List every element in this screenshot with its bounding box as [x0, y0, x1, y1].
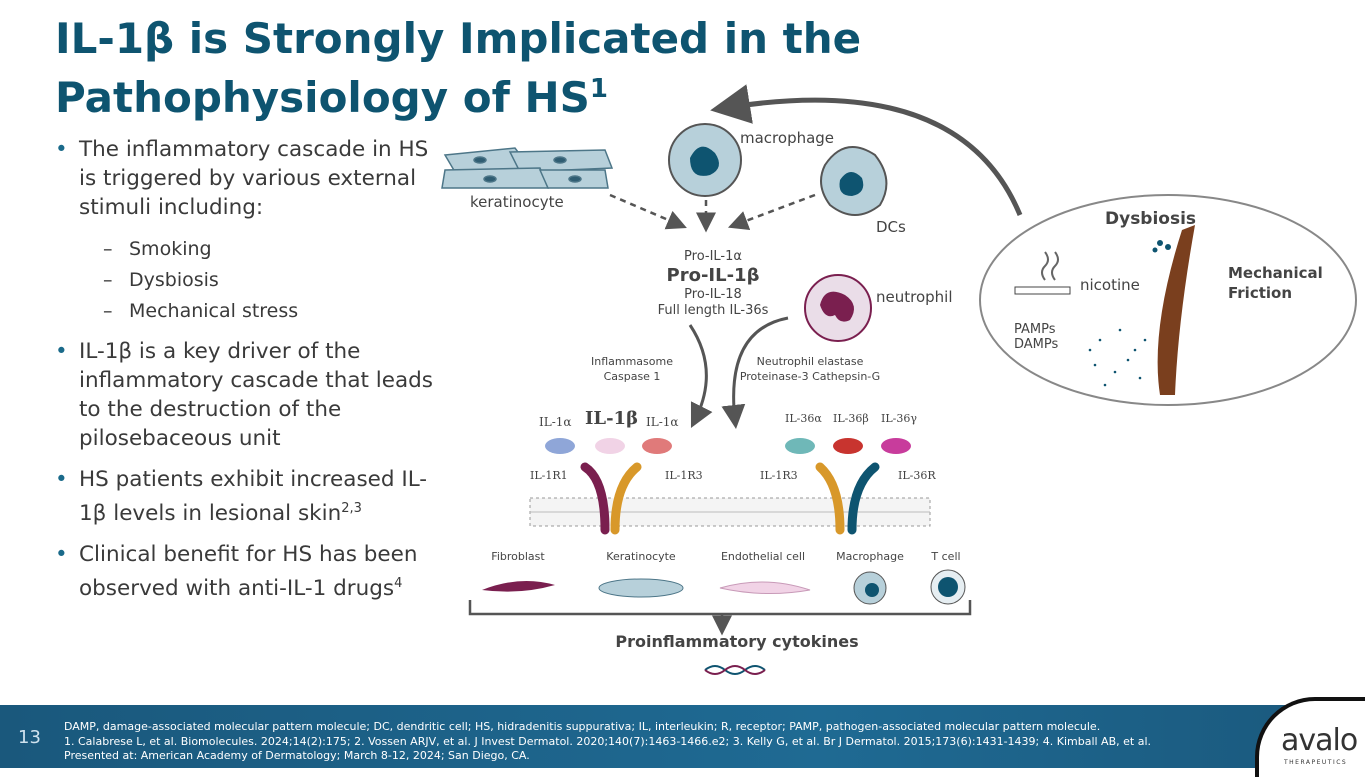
svg-text:Pro-IL-1α: Pro-IL-1α [684, 249, 742, 264]
footer: 13 DAMP, damage-associated molecular pat… [0, 697, 1365, 777]
neutrophil-label: neutrophil [876, 288, 953, 306]
mechanical-label: Mechanical [1228, 264, 1323, 282]
receptors [580, 462, 880, 535]
inflammasome-arrow [688, 324, 713, 429]
cytokine-dimers [545, 438, 911, 454]
dendritic-cell-icon [820, 146, 888, 216]
cell-icons [482, 569, 966, 605]
elastase-arrow [721, 316, 789, 429]
bracket [468, 600, 972, 616]
keratinocyte-label: keratinocyte [470, 193, 564, 211]
sub-bullet: Smoking [55, 234, 435, 265]
dashed-arrows [609, 193, 816, 233]
cytokine-wave [704, 665, 766, 675]
sub-bullet: Mechanical stress [55, 296, 435, 327]
il1b-label: IL-1β [585, 408, 638, 429]
cell-label: T cell [930, 550, 960, 563]
il36a-label: IL-36α [785, 412, 822, 425]
nicotine-label: nicotine [1080, 276, 1140, 294]
il1r3-label: IL-1R3 [665, 469, 703, 482]
il1a-label: IL-1α [646, 415, 679, 429]
bullet-list: The inflammatory cascade in HS is trigge… [55, 135, 435, 615]
dysbiosis-label: Dysbiosis [1105, 209, 1196, 229]
il36b-label: IL-36β [833, 412, 869, 425]
macrophage-label: macrophage [740, 129, 834, 147]
il1a-label: IL-1α [539, 415, 572, 429]
bullet-item: Clinical benefit for HS has been observe… [55, 540, 435, 603]
inflammasome-label: Inflammasome [591, 355, 673, 368]
il36g-label: IL-36γ [881, 412, 917, 425]
sub-bullet: Dysbiosis [55, 265, 435, 296]
cell-label: Macrophage [836, 550, 904, 563]
abbreviations: DAMP, damage-associated molecular patter… [64, 720, 1101, 733]
svg-text:Pro-IL-18: Pro-IL-18 [684, 287, 742, 302]
svg-text:Full length IL-36s: Full length IL-36s [658, 303, 769, 318]
il36r-label: IL-36R [898, 469, 936, 482]
svg-text:Pro-IL-1β: Pro-IL-1β [667, 265, 760, 286]
bacteria-icon [1152, 240, 1171, 253]
curved-arrow [710, 84, 1023, 216]
slide-title: IL-1β is Strongly Implicated in the Path… [55, 14, 862, 122]
caspase-label: Caspase 1 [604, 370, 661, 383]
friction-label: Friction [1228, 284, 1292, 302]
page-number: 13 [18, 727, 41, 748]
neutrophil-icon [804, 274, 872, 342]
il1r1-label: IL-1R1 [530, 469, 568, 482]
references: 1. Calabrese L, et al. Biomolecules. 202… [64, 734, 1151, 748]
bullet-item: HS patients exhibit increased IL-1β leve… [55, 465, 435, 528]
pamps-dots [1088, 328, 1147, 387]
hair-icon [1157, 225, 1195, 395]
pro-forms: Pro-IL-1α Pro-IL-1β Pro-IL-18 Full lengt… [658, 249, 769, 318]
pamps-label: PAMPs [1014, 322, 1056, 337]
keratinocyte-icon [441, 147, 614, 189]
dcs-label: DCs [876, 218, 906, 236]
proteinase-label: Proteinase-3 Cathepsin-G [740, 370, 880, 383]
cytokines-label: Proinflammatory cytokines [615, 632, 858, 651]
cell-label: Endothelial cell [721, 550, 805, 563]
footnotes: DAMP, damage-associated molecular patter… [64, 720, 1214, 764]
cell-label: Fibroblast [491, 550, 545, 563]
cigarette-icon [1014, 251, 1071, 295]
damps-label: DAMPs [1014, 337, 1059, 352]
bullet-item: The inflammatory cascade in HS is trigge… [55, 135, 435, 222]
bullet-item: IL-1β is a key driver of the inflammator… [55, 337, 435, 453]
references-cont: Presented at: American Academy of Dermat… [64, 749, 530, 762]
il1r3-label: IL-1R3 [760, 469, 798, 482]
cell-label: Keratinocyte [606, 550, 676, 563]
macrophage-icon [668, 123, 742, 197]
elastase-label: Neutrophil elastase [757, 355, 864, 368]
cell-membrane [529, 497, 931, 527]
pathophysiology-diagram: keratinocyte macrophage DCs Pro-IL-1α Pr… [441, 84, 1357, 675]
